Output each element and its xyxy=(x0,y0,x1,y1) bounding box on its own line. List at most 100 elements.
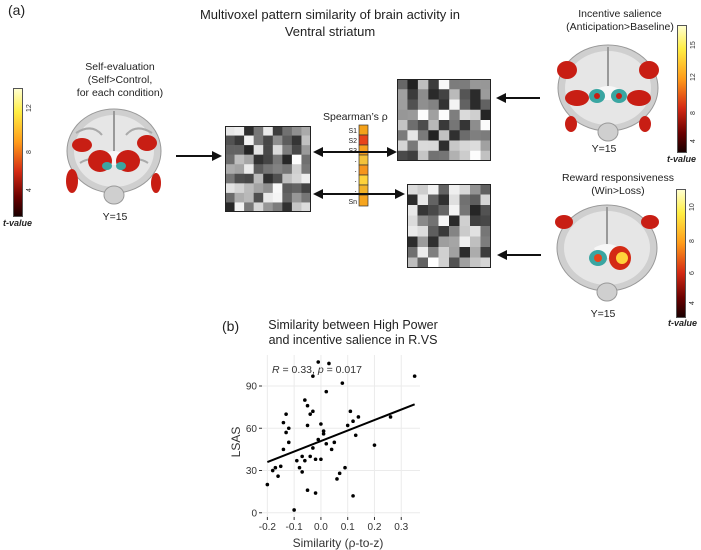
data-point xyxy=(300,454,304,459)
matrix-cell xyxy=(263,192,274,203)
self-eval-colorbar-ticks: 12 8 4 xyxy=(26,104,33,192)
x-axis-label: Similarity (ρ-to-z) xyxy=(293,536,384,550)
panel-a-label: (a) xyxy=(8,2,26,18)
x-tick-label: 0.3 xyxy=(394,522,408,533)
data-point xyxy=(412,374,417,378)
matrix-cell xyxy=(263,154,274,165)
matrix-cell xyxy=(438,205,450,216)
matrix-cell xyxy=(417,257,429,268)
matrix-cell xyxy=(282,164,293,175)
matrix-cell xyxy=(253,202,264,212)
matrix-cell xyxy=(470,89,481,100)
matrix-cell xyxy=(407,150,419,161)
matrix-cell xyxy=(301,135,311,146)
incentive-tick-15: 15 xyxy=(690,41,697,49)
matrix-cell xyxy=(480,150,491,161)
matrix-cell xyxy=(291,173,302,184)
data-point xyxy=(348,409,353,414)
data-point xyxy=(292,508,296,512)
matrix-cell xyxy=(397,150,408,161)
matrix-cell xyxy=(438,257,450,268)
matrix-cell xyxy=(282,202,293,212)
matrix-cell xyxy=(449,130,460,141)
matrix-cell xyxy=(272,135,283,146)
spearman-row-dot: · xyxy=(354,187,357,196)
matrix-cell xyxy=(459,79,471,90)
data-point xyxy=(305,488,310,493)
matrix-cell xyxy=(428,236,439,248)
incentive-tick-4: 4 xyxy=(690,139,697,143)
matrix-cell xyxy=(480,226,491,237)
data-point xyxy=(343,465,347,470)
matrix-cell xyxy=(438,99,450,111)
matrix-cell xyxy=(291,202,302,212)
matrix-cell xyxy=(225,192,235,203)
matrix-cell xyxy=(470,205,481,216)
matrix-cell xyxy=(470,109,481,121)
matrix-cell xyxy=(234,145,245,155)
spearman-row-s1: S1 xyxy=(348,128,357,135)
matrix-border xyxy=(397,79,491,161)
matrix-cell xyxy=(438,109,450,121)
matrix-cell xyxy=(470,247,481,258)
matrix-cell xyxy=(459,184,471,195)
matrix-cell xyxy=(438,79,450,90)
matrix-cell xyxy=(438,236,450,248)
matrix-cell xyxy=(253,135,264,146)
matrix-cell xyxy=(438,194,450,206)
matrix-cell xyxy=(234,126,245,136)
matrix-cell xyxy=(263,164,274,175)
data-point xyxy=(335,477,339,481)
matrix-cell xyxy=(417,79,429,90)
y-axis-label: LSAS xyxy=(229,427,243,458)
matrix-cell xyxy=(459,99,471,111)
matrix-cell xyxy=(428,215,439,227)
data-point xyxy=(340,381,345,385)
matrix-cell xyxy=(449,109,460,121)
data-point xyxy=(316,437,321,442)
spearman-label: Spearman’s ρ xyxy=(323,111,388,123)
data-point xyxy=(353,433,358,438)
plot-background xyxy=(262,355,420,517)
matrix-cell xyxy=(291,164,302,175)
data-point xyxy=(321,432,326,436)
reward-caption: Reward responsiveness (Win>Loss) xyxy=(561,172,675,197)
matrix-cell xyxy=(438,140,450,152)
matrix-cell xyxy=(244,126,254,136)
matrix-cell xyxy=(480,99,491,111)
matrix-cell xyxy=(263,173,274,184)
matrix-cell xyxy=(449,247,460,258)
data-point xyxy=(303,398,307,402)
data-point xyxy=(300,470,304,474)
matrix-cell xyxy=(480,236,491,248)
matrix-cell xyxy=(225,164,235,175)
matrix-cell xyxy=(459,140,471,152)
matrix-cell xyxy=(449,79,460,90)
matrix-cell xyxy=(253,145,264,155)
matrix-cell xyxy=(272,126,283,136)
matrix-cell xyxy=(253,183,264,194)
data-point xyxy=(281,420,286,425)
panel-b-label: (b) xyxy=(222,318,240,334)
regression-fit-line xyxy=(266,403,416,463)
self-eval-similarity-matrix xyxy=(225,126,311,212)
matrix-cell xyxy=(397,130,408,141)
stat-annotation: R = 0.33, p = 0.017 xyxy=(272,364,362,376)
scatter-points xyxy=(265,360,417,512)
data-point xyxy=(351,494,355,498)
data-point xyxy=(276,474,280,478)
reward-brain-image xyxy=(555,204,659,302)
matrix-cell xyxy=(428,194,439,206)
matrix-cell xyxy=(417,109,429,121)
matrix-cell xyxy=(397,109,408,121)
matrix-cell xyxy=(428,150,440,161)
matrix-cell xyxy=(470,150,481,161)
matrix-cell xyxy=(417,194,429,206)
matrix-cell xyxy=(234,164,245,175)
matrix-cell xyxy=(263,202,274,212)
incentive-colorbar-label: t-value xyxy=(667,154,697,164)
data-point xyxy=(313,491,318,495)
spearman-rho-bar xyxy=(358,124,369,207)
